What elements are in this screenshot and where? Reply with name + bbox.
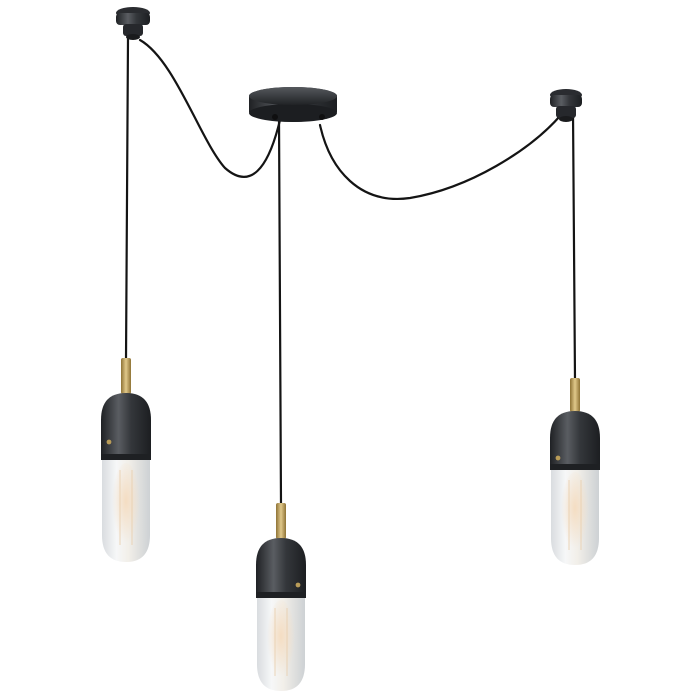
pendant-light-left [101, 358, 151, 562]
pendant-light-right [550, 378, 600, 565]
right-drop-cord [571, 110, 577, 382]
pendant-light-center [256, 503, 306, 691]
cord-anchor-right [550, 89, 582, 122]
center-drop-cord [277, 116, 283, 507]
cord-group [124, 36, 577, 507]
cord-anchor-left [116, 7, 150, 40]
ceiling-canopy [249, 87, 337, 122]
left-drop-cord [124, 36, 130, 362]
left-swag-cord [138, 38, 282, 178]
right-swag-cord [318, 114, 562, 200]
